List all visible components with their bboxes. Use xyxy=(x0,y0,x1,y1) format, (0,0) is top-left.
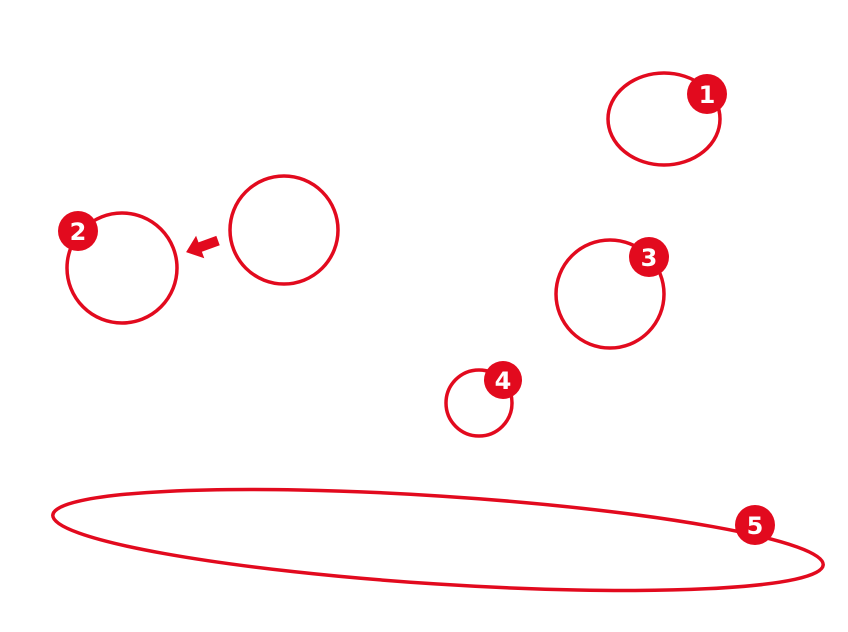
marker-badge-5 xyxy=(735,505,775,545)
highlight-ring-4 xyxy=(444,368,514,438)
source-ring xyxy=(228,174,340,286)
marker-badge-2 xyxy=(58,211,98,251)
marker-badge-1 xyxy=(687,74,727,114)
marker-badge-4 xyxy=(484,361,522,399)
marker-label-3: 3 xyxy=(641,244,658,272)
highlight-ring-3 xyxy=(554,238,666,350)
highlight-ring-2 xyxy=(65,211,179,325)
marker-label-4: 4 xyxy=(495,367,512,395)
highlight-ring-1 xyxy=(606,71,722,167)
marker-label-2: 2 xyxy=(70,218,87,246)
marker-label-1: 1 xyxy=(699,81,716,109)
highlight-ring-5 xyxy=(51,487,825,593)
marker-label-5: 5 xyxy=(747,512,764,540)
arrow-left-down-icon xyxy=(186,235,220,259)
marker-badge-3 xyxy=(629,237,669,277)
